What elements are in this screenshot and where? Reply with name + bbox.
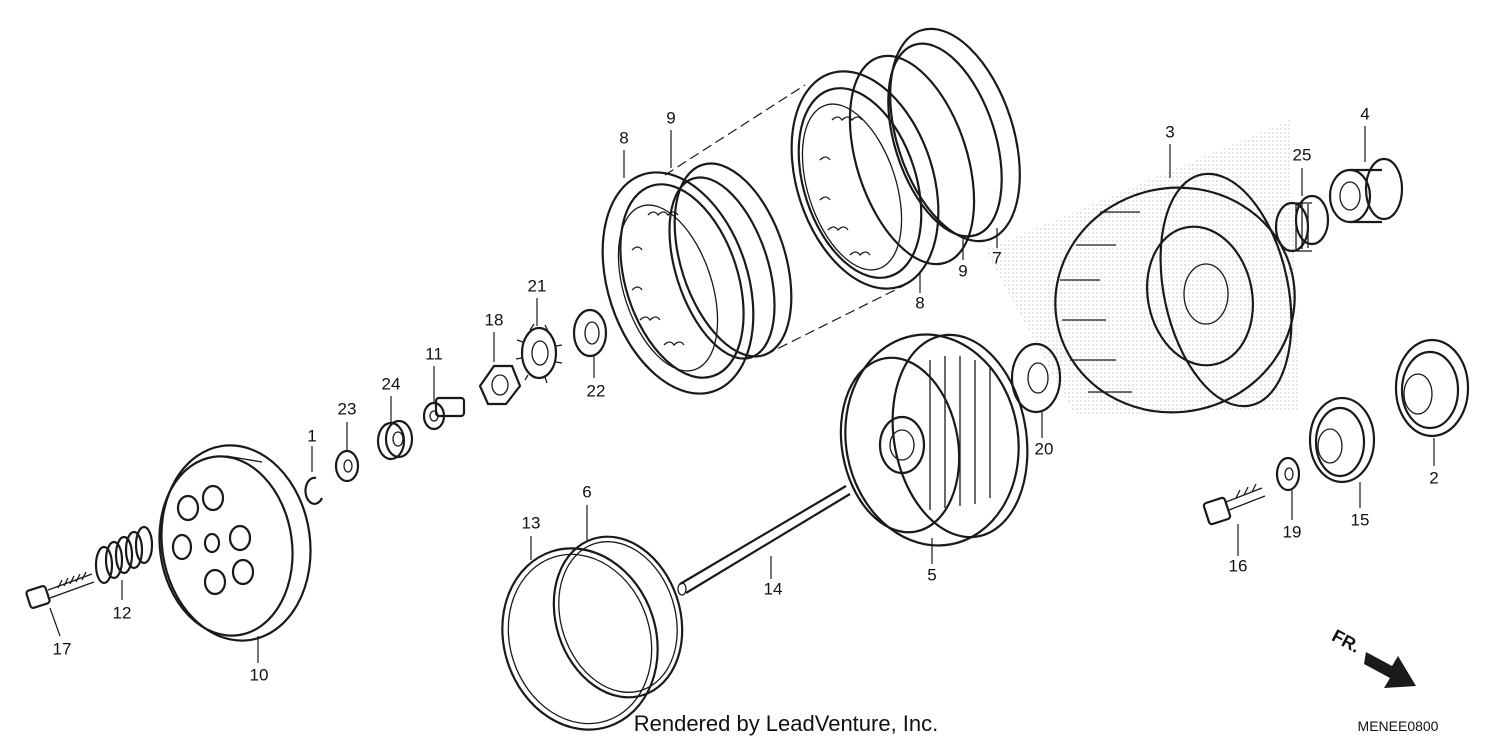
shaded-band (985, 120, 1300, 415)
part-label-19: 19 (1283, 522, 1302, 541)
part-16-bolt (1202, 483, 1266, 526)
part-label-21: 21 (528, 276, 547, 295)
part-15-gear (1308, 396, 1376, 484)
part-3-clutch-outer (1054, 172, 1296, 414)
part-label-11: 11 (425, 344, 443, 363)
part-5-clutch-center (839, 333, 1029, 547)
part-label-4: 4 (1360, 104, 1369, 123)
part-label-24: 24 (382, 374, 401, 393)
part-label-18: 18 (485, 310, 504, 329)
part-label-20: 20 (1035, 439, 1054, 458)
part-label-12: 12 (113, 603, 132, 622)
front-direction-arrow-icon (1364, 652, 1416, 688)
leader-lines (49, 126, 1435, 663)
part-25-needle-bearing (1274, 194, 1330, 253)
part-17-bolt (25, 571, 95, 609)
part-21-lock-washer (515, 323, 563, 384)
part-label-8-rear: 8 (915, 293, 924, 312)
part-label-7: 7 (992, 248, 1001, 267)
part-13-o-ring (501, 547, 659, 731)
part-20-thrust-washer (1010, 342, 1062, 414)
part-number-labels: 1 23 24 11 18 21 22 8 9 8 9 7 3 25 4 2 1… (53, 104, 1439, 684)
part-12-spring (94, 525, 154, 585)
part-4-bushing (1328, 157, 1404, 224)
part-label-3: 3 (1165, 122, 1174, 141)
part-label-2: 2 (1429, 468, 1438, 487)
front-direction-label: FR. (1329, 626, 1364, 657)
part-label-1: 1 (307, 426, 316, 445)
part-2-gear (1394, 338, 1470, 438)
part-22-washer (572, 308, 608, 358)
part-label-14: 14 (764, 579, 783, 598)
part-label-17: 17 (53, 639, 72, 658)
part-6-o-ring (552, 535, 684, 699)
front-direction-indicator: FR. (1329, 626, 1416, 688)
friction-plate-group-front (601, 162, 793, 395)
part-label-8-front: 8 (619, 128, 628, 147)
diagram-code: MENEE0800 (1358, 718, 1439, 734)
part-label-5: 5 (927, 565, 936, 584)
alignment-line (764, 284, 906, 356)
part-14-push-rod (677, 485, 851, 596)
part-10-pressure-plate (158, 444, 312, 642)
friction-plate-group-rear (790, 27, 1021, 290)
part-label-16: 16 (1229, 556, 1248, 575)
part-label-10: 10 (250, 665, 269, 684)
part-19-washer (1275, 456, 1301, 492)
part-label-13: 13 (522, 513, 541, 532)
part-1-circlip (304, 476, 323, 505)
part-label-9-rear: 9 (958, 261, 967, 280)
part-label-6: 6 (582, 482, 591, 501)
part-23-washer (334, 449, 360, 483)
part-label-9-front: 9 (666, 108, 675, 127)
part-11-lifter (422, 396, 466, 431)
part-label-25: 25 (1293, 145, 1312, 164)
part-18-nut (478, 364, 522, 406)
alignment-line (664, 84, 806, 176)
part-label-15: 15 (1351, 510, 1370, 529)
part-24-bearing (376, 419, 414, 461)
render-credit: Rendered by LeadVenture, Inc. (634, 711, 939, 736)
part-label-23: 23 (338, 399, 357, 418)
part-label-22: 22 (587, 381, 606, 400)
